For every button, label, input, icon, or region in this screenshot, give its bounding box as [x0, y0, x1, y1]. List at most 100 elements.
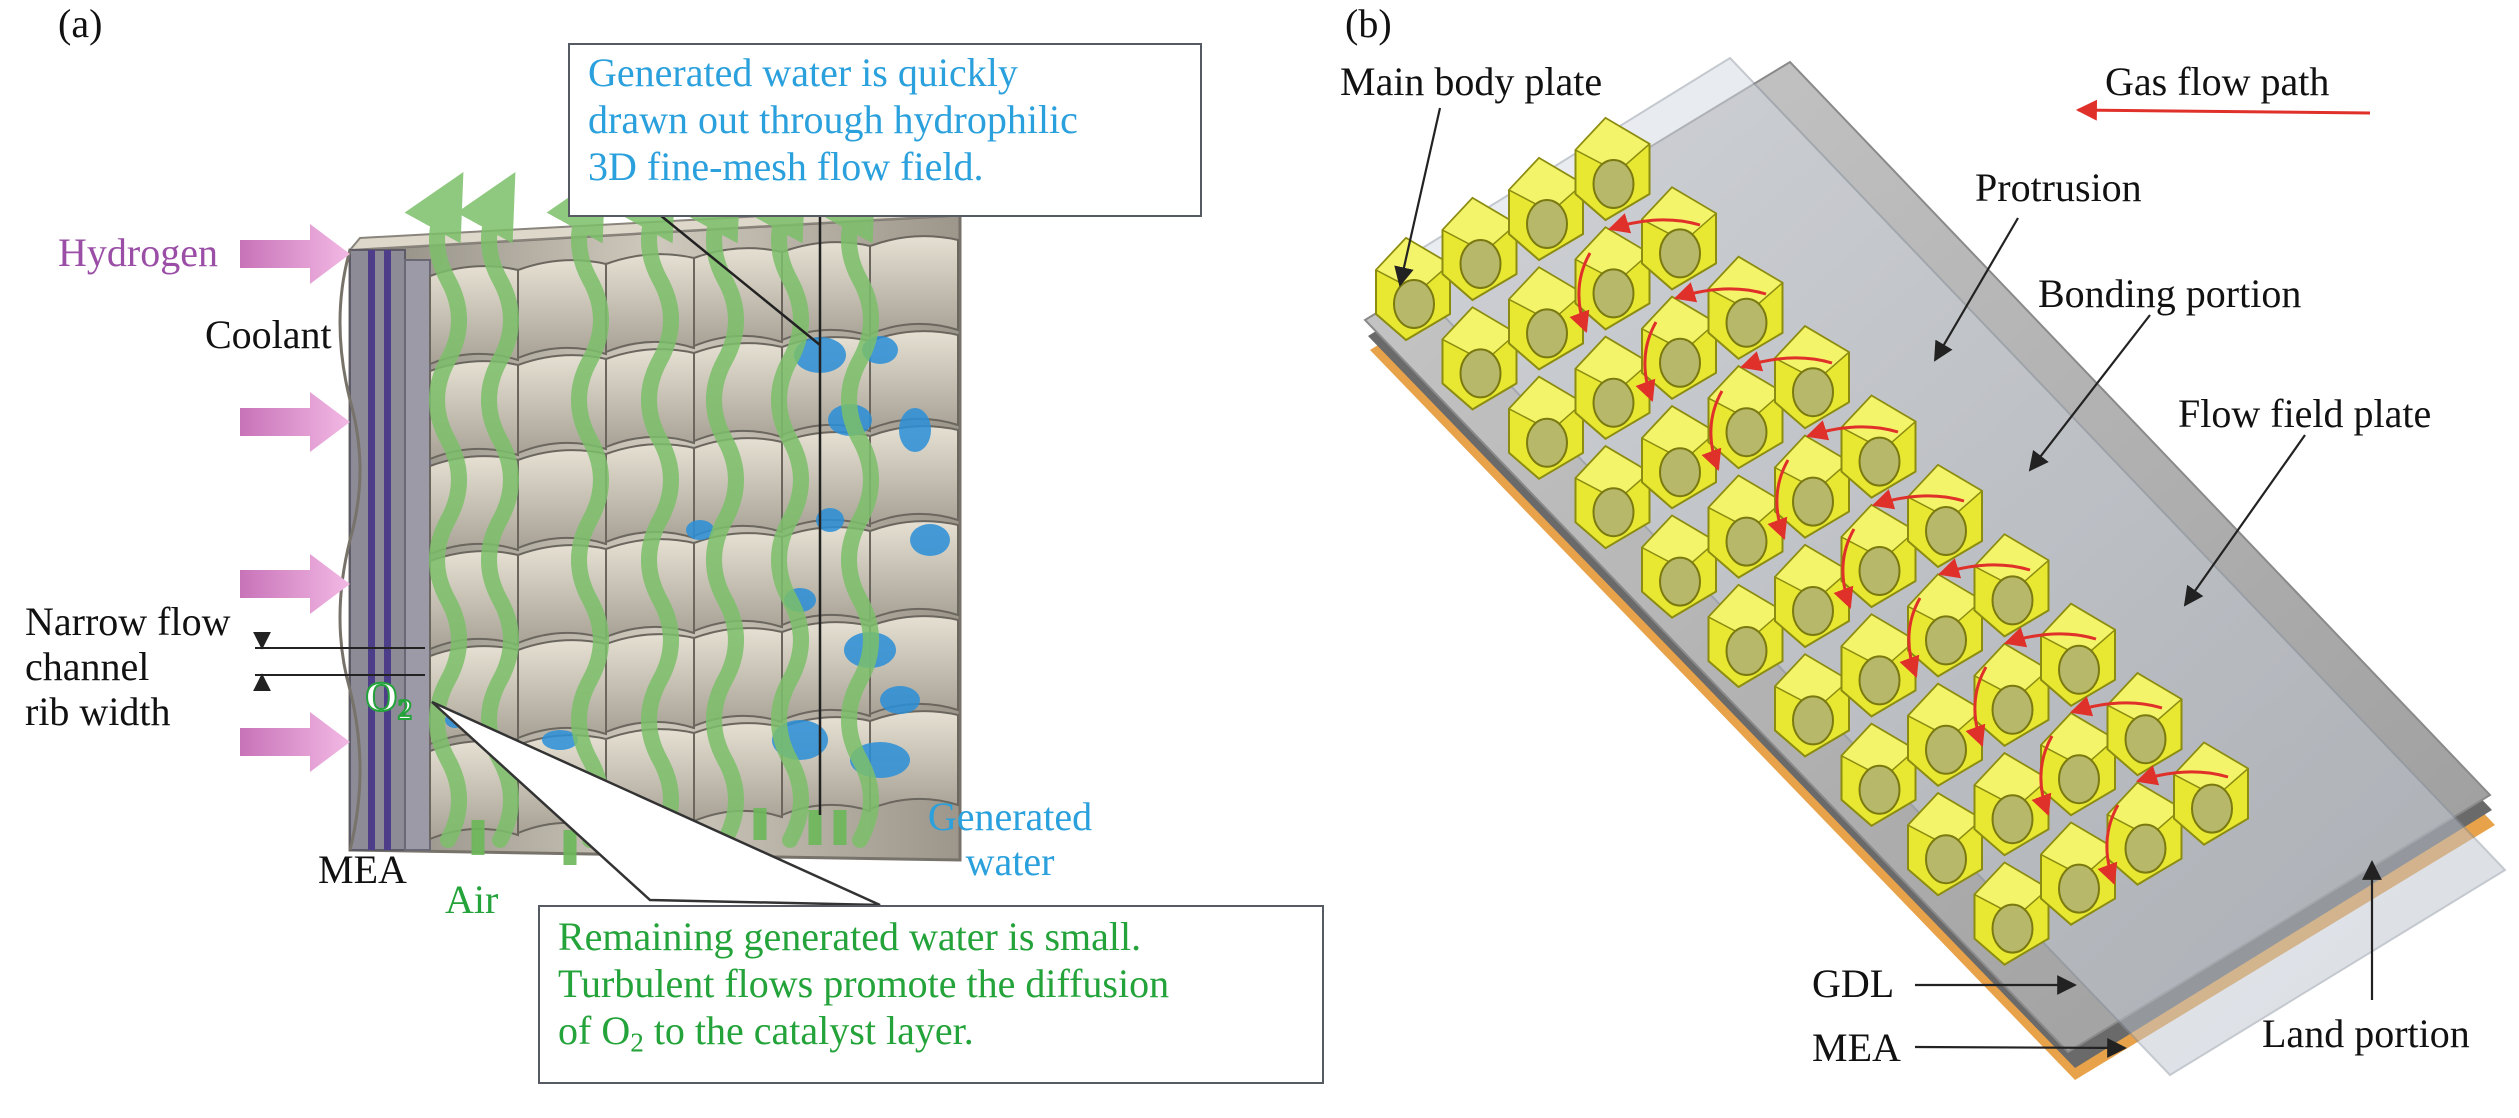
hydrogen-label: Hydrogen — [58, 230, 218, 275]
air-flow-arrow — [681, 171, 744, 848]
mesh-protrusion — [1640, 295, 1718, 401]
air-flow-arrow — [746, 171, 809, 848]
mesh-protrusion — [1773, 324, 1851, 430]
gas-flow-arrow — [1701, 390, 1724, 471]
mesh-protrusion — [1906, 463, 1984, 569]
callout-bottom-line-3: of O2 to the catalyst layer. — [558, 1007, 1169, 1059]
land-portion-label: Land portion — [2262, 1011, 2470, 1056]
gas-flow-path-label: Gas flow path — [2105, 59, 2330, 104]
gas-flow-arrow — [1937, 558, 2031, 579]
water-droplet — [910, 524, 950, 556]
mesh-protrusion — [1441, 306, 1518, 411]
gas-flow-arrow — [1965, 666, 1988, 747]
mesh-protrusion — [1906, 682, 1984, 788]
mesh-protrusion — [1574, 444, 1651, 550]
mesh-protrusion — [1840, 613, 1917, 718]
coolant-label: Coolant — [205, 312, 332, 357]
o2-base: O — [364, 674, 399, 722]
mesh-protrusion — [1973, 861, 2050, 966]
mesh-protrusion — [2039, 602, 2117, 708]
air-label: Air — [445, 877, 499, 922]
callout-bottom-o2-sub: 2 — [630, 1027, 644, 1058]
panel-a-tag: (a) — [58, 1, 103, 46]
o2-label: O2 — [364, 674, 413, 727]
mesh-protrusion — [1707, 583, 1784, 689]
air-flow-arrow — [816, 171, 879, 848]
callout-top-line-2: drawn out through hydrophilic — [588, 97, 1078, 142]
mesh-protrusion — [1574, 335, 1651, 441]
water-droplet — [686, 520, 714, 540]
mesh-protrusion — [1574, 226, 1651, 331]
gas-flow-arrow — [1569, 252, 1592, 333]
mesh-protrusion — [1773, 434, 1851, 539]
mea-label-a: MEA — [318, 847, 407, 892]
gas-flow-arrow — [1739, 351, 1833, 372]
mesh-protrusion — [2106, 671, 2183, 777]
gdl-label: GDL — [1812, 961, 1895, 1006]
mesh-protrusion — [1773, 653, 1851, 758]
callout-water-drawn-out: Generated water is quickly drawn out thr… — [568, 43, 1202, 217]
generated-water-line-1: Generated — [927, 794, 1093, 839]
flow-field-plate-label: Flow field plate — [2178, 391, 2432, 436]
mesh-protrusion — [1906, 791, 1984, 897]
panel-b-artwork — [1363, 56, 2507, 1080]
mesh-protrusion — [1574, 116, 1651, 222]
callout-remaining-water: Remaining generated water is small. Turb… — [538, 905, 1324, 1084]
air-flow-arrow — [616, 171, 679, 848]
water-droplet — [816, 508, 844, 532]
gas-flow-arrow — [1871, 489, 1965, 510]
gas-flow-arrow — [2069, 696, 2163, 717]
panel-a-artwork — [240, 171, 967, 907]
narrow-flow-line-2: channel — [25, 643, 150, 689]
gas-flow-arrow — [1899, 597, 1922, 678]
mesh-protrusion — [1707, 474, 1784, 579]
mesh-protrusion — [1973, 533, 2050, 638]
callout-top-line-3: 3D fine-mesh flow field. — [588, 144, 984, 189]
generated-water-line-2: water — [965, 838, 1055, 884]
gas-flow-arrow — [1635, 321, 1658, 402]
generated-water-label: Generated water — [915, 794, 1105, 885]
mesh-protrusion — [1640, 186, 1718, 291]
mesh-protrusion — [1640, 514, 1718, 619]
callout-bottom-line-3-post: to the catalyst layer. — [643, 1008, 974, 1053]
narrow-flow-line-1: Narrow flow — [25, 599, 231, 644]
bonding-portion-label: Bonding portion — [2038, 271, 2302, 316]
gas-flow-arrow — [1805, 420, 1899, 441]
gas-flow-arrow — [2097, 804, 2120, 885]
callout-top-line-1: Generated water is quickly — [588, 50, 1018, 95]
gas-flow-arrow — [1833, 528, 1856, 609]
mea-label-b: MEA — [1812, 1025, 1901, 1070]
panel-b-tag: (b) — [1345, 1, 1392, 46]
mesh-protrusion — [1707, 364, 1784, 470]
mesh-protrusion — [2172, 741, 2250, 846]
gas-flow-arrow — [1767, 459, 1790, 540]
narrow-flow-line-3: rib width — [25, 688, 171, 734]
gas-flow-arrow — [2031, 735, 2054, 816]
gas-flow-arrow — [2135, 765, 2229, 786]
mesh-protrusion — [1973, 642, 2050, 748]
mesh-protrusion — [1773, 543, 1851, 649]
gas-flow-arrow — [1673, 282, 1767, 303]
main-body-plate-label: Main body plate — [1340, 59, 1603, 104]
mesh-protrusion — [1840, 722, 1917, 828]
mesh-protrusion — [1507, 375, 1585, 481]
mesh-protrusion — [1507, 156, 1585, 262]
callout-bottom-line-2: Turbulent flows promote the diffusion — [558, 961, 1170, 1006]
mesh-protrusion — [1973, 751, 2050, 857]
water-droplet — [899, 408, 931, 452]
air-flow-arrow — [404, 171, 467, 848]
air-flow-arrow — [546, 171, 609, 848]
mesh-protrusion — [1840, 394, 1917, 499]
mesh-cell — [869, 235, 959, 336]
mesh-protrusion — [2039, 821, 2117, 926]
callout-bottom-line-3-pre: of O — [558, 1008, 631, 1053]
mesh-protrusion — [1906, 573, 1984, 678]
mesh-protrusion — [1640, 404, 1718, 510]
mesh-protrusion — [1707, 255, 1784, 361]
mesh-protrusion — [1507, 266, 1585, 371]
o2-sub: 2 — [397, 694, 413, 727]
water-droplet — [542, 730, 578, 750]
protrusion-label: Protrusion — [1975, 165, 2142, 210]
